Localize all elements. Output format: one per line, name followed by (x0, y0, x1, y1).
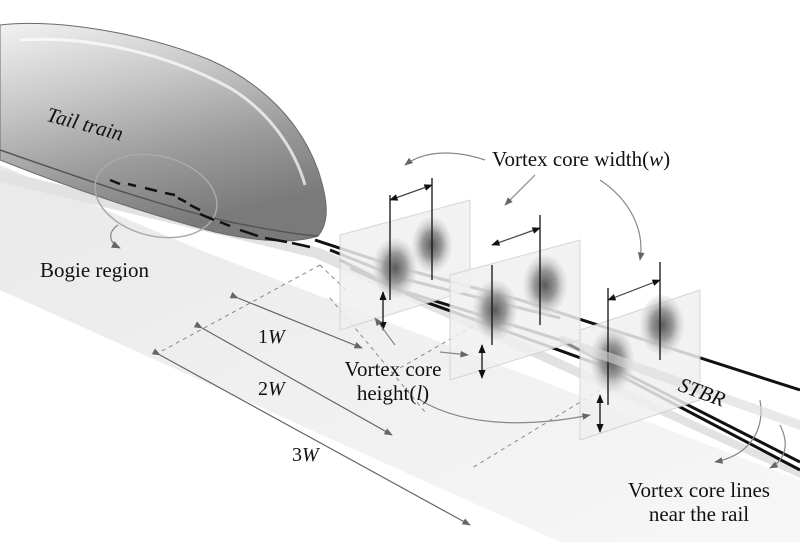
vortex-core-height-label: Vortex core height(l) (333, 357, 453, 405)
vortex-core-height-suffix: ) (422, 381, 430, 406)
vortex-width-indicators (389, 184, 661, 301)
vortex-core-lines-label: Vortex core lines near the rail (600, 478, 798, 526)
vortex-core-height-prefix: height( (356, 381, 417, 406)
vortex-core-width-var: w (649, 147, 664, 171)
vortex-core-width-prefix: Vortex core width( (492, 147, 650, 171)
vortex-core-lines-line2: near the rail (648, 502, 750, 527)
width-label-leaders (404, 152, 645, 261)
dimension-label-1w: 1W (258, 326, 285, 349)
dimension-label-3w: 3W (292, 444, 319, 467)
vortex-core-height-var: l (416, 381, 423, 406)
bogie-region-ellipse (94, 153, 218, 239)
vortex-core-width-suffix: ) (663, 147, 671, 171)
bogie-region-arrow (110, 224, 121, 249)
height-label-leaders (374, 317, 591, 424)
stbr-strip (560, 335, 800, 430)
bogie-region-debris (109, 178, 311, 249)
vortex-core-lines-line1: Vortex core lines (628, 478, 770, 502)
vortex-height-indicators (379, 291, 604, 433)
bogie-region-label: Bogie region (40, 258, 150, 282)
dimension-2w-num: 2 (258, 378, 268, 400)
vortex-core-width-label: Vortex core width(w) (492, 147, 670, 171)
ground-shadow-band (0, 170, 800, 478)
vortex-core-height-line2: height(l) (333, 381, 453, 405)
vortex-slice-1 (339, 178, 471, 331)
dimension-2w-unit: W (268, 378, 285, 400)
dimension-3w-unit: W (302, 444, 319, 466)
vortex-core-height-line1: Vortex core (344, 357, 442, 381)
dimension-1w-num: 1 (258, 326, 268, 348)
dimension-label-2w: 2W (258, 378, 285, 401)
dimension-1w-unit: W (268, 326, 285, 348)
dimension-3w-num: 3 (292, 444, 302, 466)
dimension-arrow-3w (151, 348, 471, 526)
